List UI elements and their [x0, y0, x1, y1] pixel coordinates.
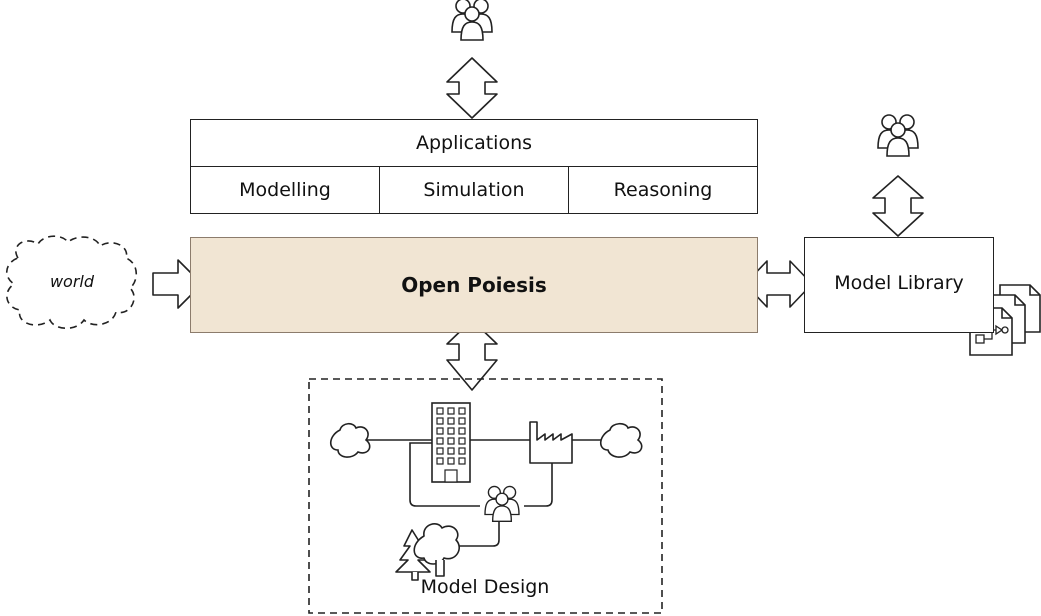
model-design-label: Model Design [420, 576, 550, 598]
model-library-box: Model Library [804, 237, 994, 333]
open-poiesis-core: Open Poiesis [190, 237, 758, 333]
cloud-icon [329, 422, 371, 458]
world-label: world [49, 272, 95, 291]
reasoning-label: Reasoning [613, 179, 713, 201]
applications-label: Applications [415, 132, 533, 154]
core-label: Open Poiesis [401, 273, 547, 297]
reasoning-layer: Reasoning [568, 166, 758, 214]
modelling-label: Modelling [239, 179, 331, 201]
connection-lines [366, 439, 604, 547]
users-icon [485, 486, 519, 521]
applications-layer: Applications [190, 119, 758, 167]
building-icon [431, 402, 471, 483]
double-arrow-icon [446, 319, 498, 391]
double-arrow-icon [872, 175, 924, 237]
cloud-icon [599, 422, 643, 458]
model-design-frame [308, 378, 663, 614]
simulation-layer: Simulation [379, 166, 569, 214]
users-icon [878, 115, 918, 156]
tree-icon [395, 523, 460, 581]
cloud-icon [6, 235, 138, 330]
simulation-label: Simulation [423, 179, 525, 201]
users-icon [452, 0, 492, 40]
modelling-layer: Modelling [190, 166, 380, 214]
factory-icon [529, 421, 573, 464]
model-library-label: Model Library [834, 272, 964, 294]
double-arrow-icon [446, 57, 498, 119]
